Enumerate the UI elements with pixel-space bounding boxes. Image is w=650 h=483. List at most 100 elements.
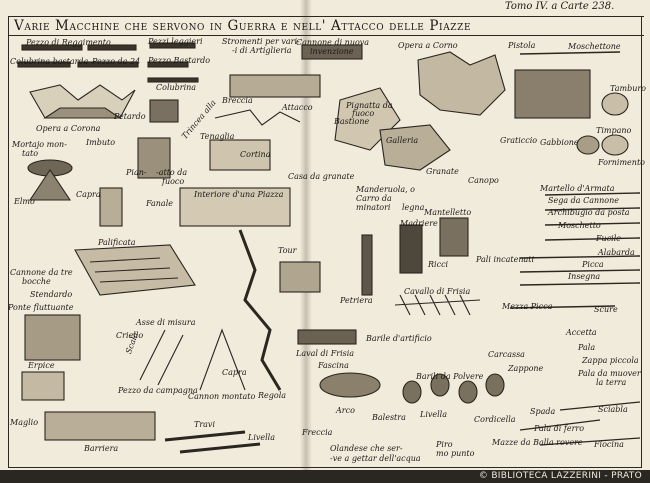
label-criello: Criello xyxy=(116,331,144,340)
label-mazze: Mazze da Balla rovere xyxy=(492,438,583,447)
label-barili-polvere: Barili da Polvere xyxy=(416,372,484,381)
label-accetta: Accetta xyxy=(566,328,597,337)
label-fascina: Fascina xyxy=(318,361,349,370)
floating-bridge-drawing xyxy=(24,314,81,361)
label-interiore: Interiore d'una Piazza xyxy=(194,190,284,199)
mantlet-drawing xyxy=(399,217,469,274)
label-capra: Capra xyxy=(76,190,101,199)
label-petriera: Petriera xyxy=(340,296,373,305)
label-zappa: Zappa piccola xyxy=(582,356,639,365)
label-arco: Arco xyxy=(336,406,355,415)
label-artiglieria: -i di Artiglieria xyxy=(232,46,292,55)
label-stendardo: Stendardo xyxy=(30,290,73,299)
label-archibugio: Archibugio da posta xyxy=(548,208,630,217)
label-breccia: Breccia xyxy=(222,96,253,105)
header-rule-bottom xyxy=(8,35,644,36)
mortar-drawing xyxy=(27,137,171,227)
label-pian: Pian- xyxy=(126,168,147,177)
label-martello: Martello d'Armata xyxy=(540,184,615,193)
label-pian2: -atto da xyxy=(156,168,188,177)
drum-drawing xyxy=(514,69,629,156)
label-insegna: Insegna xyxy=(568,272,601,281)
crown-work-drawing xyxy=(29,84,136,119)
label-pignatta: Pignatta da xyxy=(346,101,393,110)
label-ponte: Ponte fluttuante xyxy=(8,303,74,312)
label-fornimento: Fornimento xyxy=(598,158,645,167)
label-tour: Tour xyxy=(278,246,297,255)
label-cortina: Cortina xyxy=(240,150,271,159)
label-pezzo-bastardo: Pezzo Bastardo xyxy=(148,56,211,65)
label-moschetto: Moschetto xyxy=(558,221,601,230)
label-imbuto: Imbuto xyxy=(86,138,116,147)
label-opera-corno: Opera a Corno xyxy=(398,41,458,50)
label-bocche: bocche xyxy=(22,277,51,286)
beams-drawing xyxy=(164,430,261,454)
header-rule-top xyxy=(8,16,644,17)
label-mortaio: Mortajo mon- xyxy=(12,140,67,149)
weapons-rack-drawing xyxy=(509,51,641,309)
label-balestra: Balestra xyxy=(372,413,406,422)
label-mantelletto: Mantelletto xyxy=(424,208,472,217)
label-scure: Scure xyxy=(594,305,618,314)
label-barriera: Barriera xyxy=(84,444,119,453)
trench-drawing xyxy=(238,229,282,391)
label-maglio: Maglio xyxy=(10,418,39,427)
label-pistola: Pistola xyxy=(508,41,536,50)
label-fanale: Fanale xyxy=(146,199,173,208)
label-stromenti: Stromenti per vari- xyxy=(222,37,300,46)
page-fold xyxy=(300,0,312,470)
label-palificata: Palificata xyxy=(98,238,136,247)
label-cannone-tre: Cannone da tre xyxy=(10,268,73,277)
barrier-drawing xyxy=(44,411,156,441)
label-cavallo: Cavallo di Frisia xyxy=(404,287,471,296)
label-pian3: fuoco xyxy=(162,177,185,186)
swords-drawing xyxy=(519,401,641,446)
label-picca: Picca xyxy=(582,260,604,269)
palisade-drawing xyxy=(74,244,196,296)
label-timpano: Timpano xyxy=(596,126,632,135)
label-elmo: Elmo xyxy=(14,197,35,206)
label-bastione: Bastione xyxy=(334,117,370,126)
label-sega: Sega da Cannone xyxy=(548,196,619,205)
label-barile-artificio: Barile d'artificio xyxy=(366,334,432,343)
label-galleria: Galleria xyxy=(386,136,419,145)
label-opera-corona: Opera a Corona xyxy=(36,124,101,133)
copyright-notice: © BIBLIOTECA LAZZERINI - PRATO xyxy=(478,471,642,481)
label-invenzione: invenzione xyxy=(310,47,354,56)
label-spada: Spada xyxy=(530,407,556,416)
label-manderuola: Manderuola, o xyxy=(356,185,415,194)
cheval-de-frise-drawing xyxy=(394,294,481,316)
label-graticcio: Graticcio xyxy=(500,136,538,145)
label-casa-granate: Casa da granate xyxy=(288,172,355,181)
label-carcassa: Carcassa xyxy=(488,350,525,359)
label-piro: Piro xyxy=(436,440,453,449)
label-alabarda: Alabarda xyxy=(598,248,635,257)
label-pala: Pala xyxy=(578,343,596,352)
label-pala-ferro: Pala di ferro xyxy=(534,424,585,433)
label-capra2: Capra xyxy=(222,368,247,377)
label-asse: Asse di misura xyxy=(136,318,196,327)
label-pezzi-leggieri: Pezzi leggieri xyxy=(148,37,203,46)
label-cannone-montato: Cannon montato xyxy=(188,392,256,401)
label-cordicella: Cordicella xyxy=(474,415,516,424)
horn-work-drawing xyxy=(334,51,506,171)
label-gabbione: Gabbione xyxy=(540,138,579,147)
label-ricci: Ricci xyxy=(428,260,449,269)
label-olandese: Olandese che ser- xyxy=(330,444,403,453)
label-fuoco: fuoco xyxy=(352,109,375,118)
petard-drawing xyxy=(149,99,179,123)
ladder-drawing xyxy=(139,328,246,391)
label-fiocina: Fiocina xyxy=(594,440,624,449)
label-petardo: Petardo xyxy=(114,112,146,121)
label-pezzo-campagna: Pezzo da campagna xyxy=(118,386,198,395)
label-attacco: Attacco xyxy=(282,103,313,112)
label-pali: Pali incatenati xyxy=(476,255,535,264)
label-colubrina: Colubrina xyxy=(156,83,197,92)
label-colubrina-bastarda: Colubrina bastarda xyxy=(10,57,89,66)
label-regola: Regola xyxy=(258,391,287,400)
label-livella2: Livella xyxy=(248,433,276,442)
label-mo-punto: mo punto xyxy=(436,449,475,458)
label-moschettone: Moschettone xyxy=(568,42,621,51)
